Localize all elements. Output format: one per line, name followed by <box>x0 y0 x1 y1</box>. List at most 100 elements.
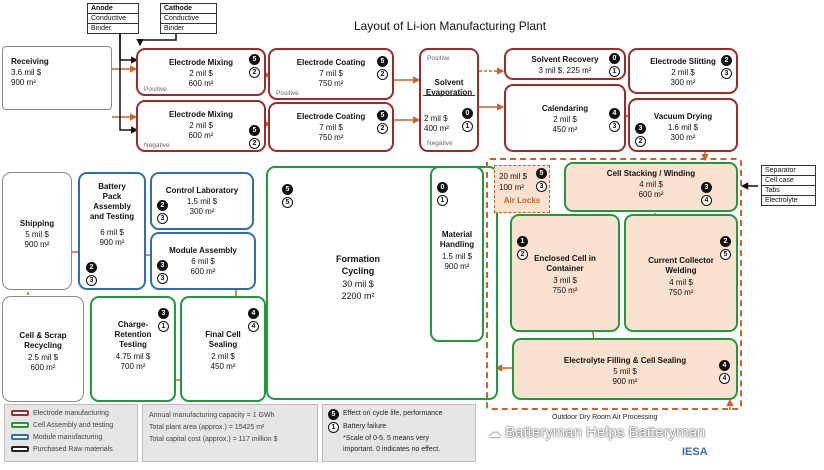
box-cost: 6 mil $ <box>191 257 215 266</box>
stat-cost: Total capital cost (approx.) = 117 milli… <box>149 436 278 443</box>
score-failure: 5 <box>282 197 293 208</box>
score-failure: 2 <box>377 69 388 80</box>
score-failure: 2 <box>249 138 260 149</box>
anode-materials-table: Anode Conductive Binder <box>87 3 139 34</box>
score-cycle-life: 2 <box>720 236 731 247</box>
box-title: Solvent Recovery <box>531 55 599 64</box>
score-failure: 2 <box>377 123 388 134</box>
receiving-box: Receiving 3.6 mil $ 900 m² <box>2 46 112 110</box>
box-title: Module Assembly <box>169 246 237 255</box>
dry-room-region <box>486 158 742 410</box>
electrode-mixing-negative-box: Electrode Mixing 2 mil $ 600 m² Negative… <box>136 100 266 152</box>
legend-swatch <box>11 422 29 429</box>
cathode-materials-table: Cathode Conductive Binder <box>160 3 217 34</box>
iesa-logo: IESA <box>682 446 708 458</box>
box-title: and Testing <box>89 212 135 221</box>
box-cost: 2 mil $ <box>189 121 213 130</box>
electrode-mixing-positive-box: Electrode Mixing 2 mil $ 600 m² Positive… <box>136 48 266 96</box>
box-cost: 1.5 mil $ <box>441 252 473 261</box>
table-row: Separator <box>765 167 796 174</box>
score-failure: 4 <box>248 321 259 332</box>
score-legend-filled: 5 <box>328 409 339 420</box>
box-area: 100 m² <box>499 183 524 192</box>
score-cycle-life: 3 <box>157 260 168 271</box>
material-handling-box: 0 1 Material Handling 1.5 mil $ 900 m² <box>430 166 484 342</box>
box-cost: 2 mil $ <box>424 114 448 123</box>
score-failure: 3 <box>86 275 97 286</box>
box-cost: 6 mil $ <box>100 228 124 237</box>
electrode-coating-negative-box: Electrode Coating 7 mil $ 750 m² 5 2 <box>268 102 394 152</box>
box-title: Electrode Coating <box>296 58 366 67</box>
box-title: Battery <box>98 182 126 191</box>
box-title: Formation <box>336 254 380 264</box>
enclosed-cell-box: 1 2 Enclosed Cell in Container 3 mil $ 7… <box>510 214 620 332</box>
box-title: Electrode Mixing <box>168 58 233 67</box>
box-title: Final Cell <box>205 330 241 339</box>
score-cycle-life: 3 <box>701 182 712 193</box>
legend-swatch <box>11 434 29 441</box>
box-cost: 4 mil $ <box>669 278 693 287</box>
score-failure: 3 <box>721 68 732 79</box>
box-title: Solvent <box>434 78 464 87</box>
electrode-slitting-box: Electrode Slitting 2 mil $ 300 m² 2 3 <box>628 48 738 94</box>
box-cost: 2 mil $ <box>211 352 235 361</box>
final-cell-sealing-box: Final Cell Sealing 2 mil $ 450 m² 4 4 <box>180 296 266 402</box>
charge-retention-testing-box: Charge- Retention Testing 4.75 mil $ 700… <box>90 296 176 402</box>
legend-item-raw-materials: Purchased Raw materials <box>11 445 113 455</box>
box-area: 900 m² <box>444 262 470 271</box>
table-row: Electrolyte <box>762 195 815 205</box>
watermark-text: Batteryman Helps Batteryman <box>505 424 706 441</box>
solvent-evaporation-box: Positive Solvent Evaporation 2 mil $ 400… <box>419 48 479 152</box>
box-cost: 7 mil $ <box>319 69 343 78</box>
score-cycle-life: 5 <box>377 110 388 121</box>
box-title: Electrode Slitting <box>650 57 716 66</box>
electrode-coating-positive-box: Electrode Coating 7 mil $ 750 m² Positiv… <box>268 48 394 100</box>
score-cycle-life: 3 <box>158 308 169 319</box>
score-cycle-life: 2 <box>157 200 168 211</box>
box-cost: 3 mil $ <box>553 276 577 285</box>
legend-swatch <box>11 410 29 417</box>
receiving-cost: 3.6 mil $ <box>11 68 42 77</box>
box-area: 300 m² <box>670 78 696 87</box>
box-title: Cell & Scrap <box>19 331 67 340</box>
score-cycle-life: 4 <box>609 108 620 119</box>
table-row: Cell case <box>762 175 815 185</box>
plant-stats-box: Annual manufacturing capacity = 1 GWh To… <box>142 404 318 462</box>
box-area: 900 m² <box>24 240 50 249</box>
box-cost: 2.5 mil $ <box>27 353 59 362</box>
box-area: 600 m² <box>30 363 56 372</box>
box-area: 2200 m² <box>341 291 375 301</box>
box-area: 600 m² <box>638 190 664 199</box>
box-title: Container <box>546 264 584 273</box>
box-title: Welding <box>665 266 697 275</box>
score-cycle-life: 0 <box>609 53 620 64</box>
table-row: Tabs <box>762 185 815 195</box>
wechat-icon: ☁ <box>488 425 501 440</box>
box-area: 300 m² <box>189 207 215 216</box>
score-failure: 3 <box>536 181 547 192</box>
score-failure: 1 <box>609 66 620 77</box>
box-cost: 5 mil $ <box>25 230 49 239</box>
score-cycle-life: 3 <box>635 123 646 134</box>
box-area: 600 m² <box>188 131 214 140</box>
note-failure: Battery failure <box>343 423 387 430</box>
evaporation-divider <box>423 95 475 96</box>
score-cycle-life: 5 <box>536 168 547 179</box>
score-cycle-life: 0 <box>437 182 448 193</box>
box-title: Vacuum Drying <box>653 112 713 121</box>
box-title: Enclosed Cell in <box>534 254 596 263</box>
table-row: Conductive <box>88 13 138 23</box>
box-area: 900 m² <box>99 238 125 247</box>
box-title: Electrode Coating <box>296 112 366 121</box>
air-locks-box: 20 mil $ 100 m² Air Locks 5 3 <box>494 165 550 213</box>
positive-tag: Positive <box>144 86 167 93</box>
module-assembly-box: Module Assembly 6 mil $ 600 m² 3 3 <box>150 232 256 290</box>
box-title: Calendaring <box>541 104 589 113</box>
box-title: Assembly <box>93 202 131 211</box>
legend-item-module: Module manufacturing <box>11 433 102 443</box>
box-cost: 5 mil $ <box>613 367 637 376</box>
negative-tag: Negative <box>427 140 453 147</box>
box-cost: 2 mil $ <box>671 68 695 77</box>
box-cost: 1.5 mil $ <box>186 197 218 206</box>
box-title: Electrolyte Filling & Cell Sealing <box>563 356 687 365</box>
